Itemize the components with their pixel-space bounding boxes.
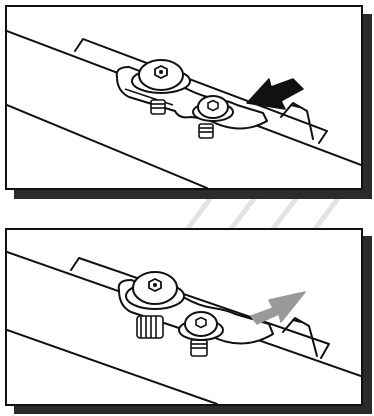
panel-2-tighten-step <box>5 228 363 406</box>
panel-1-illustration <box>7 7 361 188</box>
torx-screw-icon <box>132 60 190 93</box>
panel-2-illustration <box>7 230 361 404</box>
housing-edge-lower <box>7 330 217 404</box>
housing-edge-lower <box>7 105 207 188</box>
bent-tab <box>281 103 313 139</box>
panel-1-loosen-step <box>5 5 363 190</box>
